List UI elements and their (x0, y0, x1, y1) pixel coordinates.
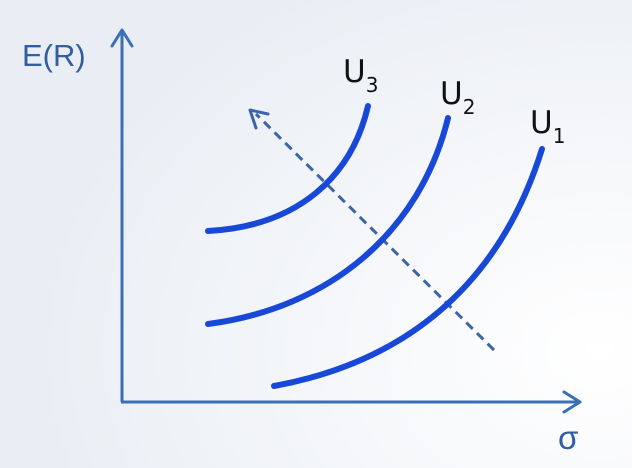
curve-label-u3: U3 (343, 54, 378, 97)
x-axis-arrowhead (562, 390, 582, 414)
curves (205, 103, 545, 389)
y-axis-arrowhead (110, 28, 134, 48)
curve-u2 (205, 115, 451, 327)
curve-u3 (205, 103, 371, 234)
curve-u1 (271, 146, 545, 389)
dashed-arrow-head (248, 108, 270, 130)
curve-label-u2: U2 (440, 76, 475, 119)
curve-label-u1: U1 (530, 105, 565, 148)
increasing-utility-arrow (248, 108, 496, 352)
y-axis-label: E(R) (22, 38, 86, 73)
dashed-arrow-line (254, 112, 496, 352)
x-axis-label: σ (558, 419, 578, 456)
axes (110, 28, 582, 414)
